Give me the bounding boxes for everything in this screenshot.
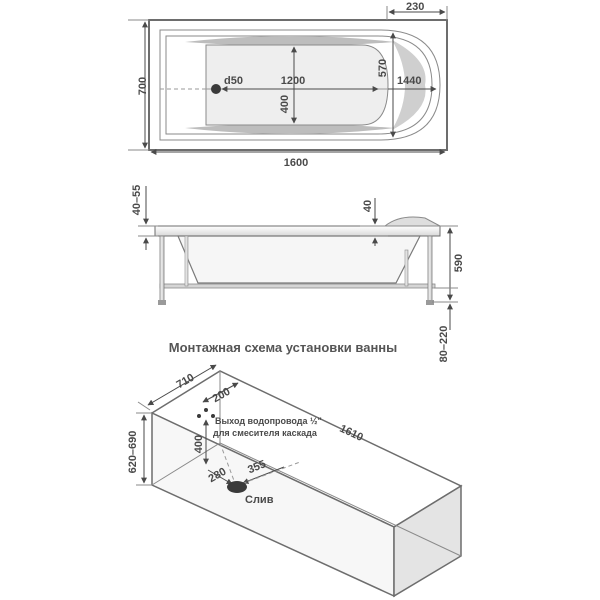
dim-inner-length: 1200 — [281, 75, 305, 87]
leg-left-outer — [159, 235, 165, 303]
tub-rim-top — [159, 29, 441, 141]
dim-rim-thickness: 40 — [362, 200, 374, 212]
pipe-outlet-2 — [204, 408, 208, 412]
pipe-outlet-1 — [197, 414, 201, 418]
dim-rim: 40–55 — [131, 185, 143, 216]
pipe-note-line1: Выход водопровода ½" — [215, 416, 322, 426]
rim-shade-right — [392, 40, 426, 130]
tub-rim-side — [154, 225, 441, 237]
dim-install-height: 620–690 — [127, 431, 139, 474]
pipe-note-line2: для смесителя каскада — [213, 428, 318, 438]
diagram-caption: Монтажная схема установки ванны — [169, 340, 398, 355]
dim-inner-width: 400 — [279, 95, 291, 113]
drain-outlet — [227, 481, 247, 493]
dim-height: 590 — [453, 254, 465, 272]
dim-width: 700 — [137, 77, 149, 95]
dim-pipe-height: 400 — [193, 435, 205, 453]
dim-length: 1600 — [284, 157, 308, 169]
leg-left-inner — [184, 235, 189, 287]
dim-inner-total-width: 570 — [377, 59, 389, 77]
tub-bowl-side — [177, 235, 421, 284]
drain-top — [211, 84, 221, 94]
frame-bar — [159, 283, 436, 289]
leg-right-outer — [427, 235, 433, 303]
tub-bowl-top — [205, 44, 389, 126]
top-view: 230 570 700 d50 1200 1440 400 1600 — [128, 1, 448, 169]
leg-right-inner — [404, 249, 409, 287]
pipe-outlet-3 — [211, 414, 215, 418]
side-view: 40–55 40 590 80–220 — [131, 185, 465, 363]
drain-label: Слив — [245, 494, 274, 506]
rim-shade-upper — [185, 36, 395, 46]
installation-view: 710 1610 620–690 200 400 280 355 Выход в… — [127, 364, 463, 598]
dim-legs: 80–220 — [438, 326, 450, 363]
dim-inner-total-length: 1440 — [397, 75, 421, 87]
dim-headrest: 230 — [406, 1, 424, 13]
dim-drain: d50 — [224, 75, 243, 87]
headrest-side — [383, 216, 441, 227]
rim-shade-lower — [185, 124, 395, 134]
